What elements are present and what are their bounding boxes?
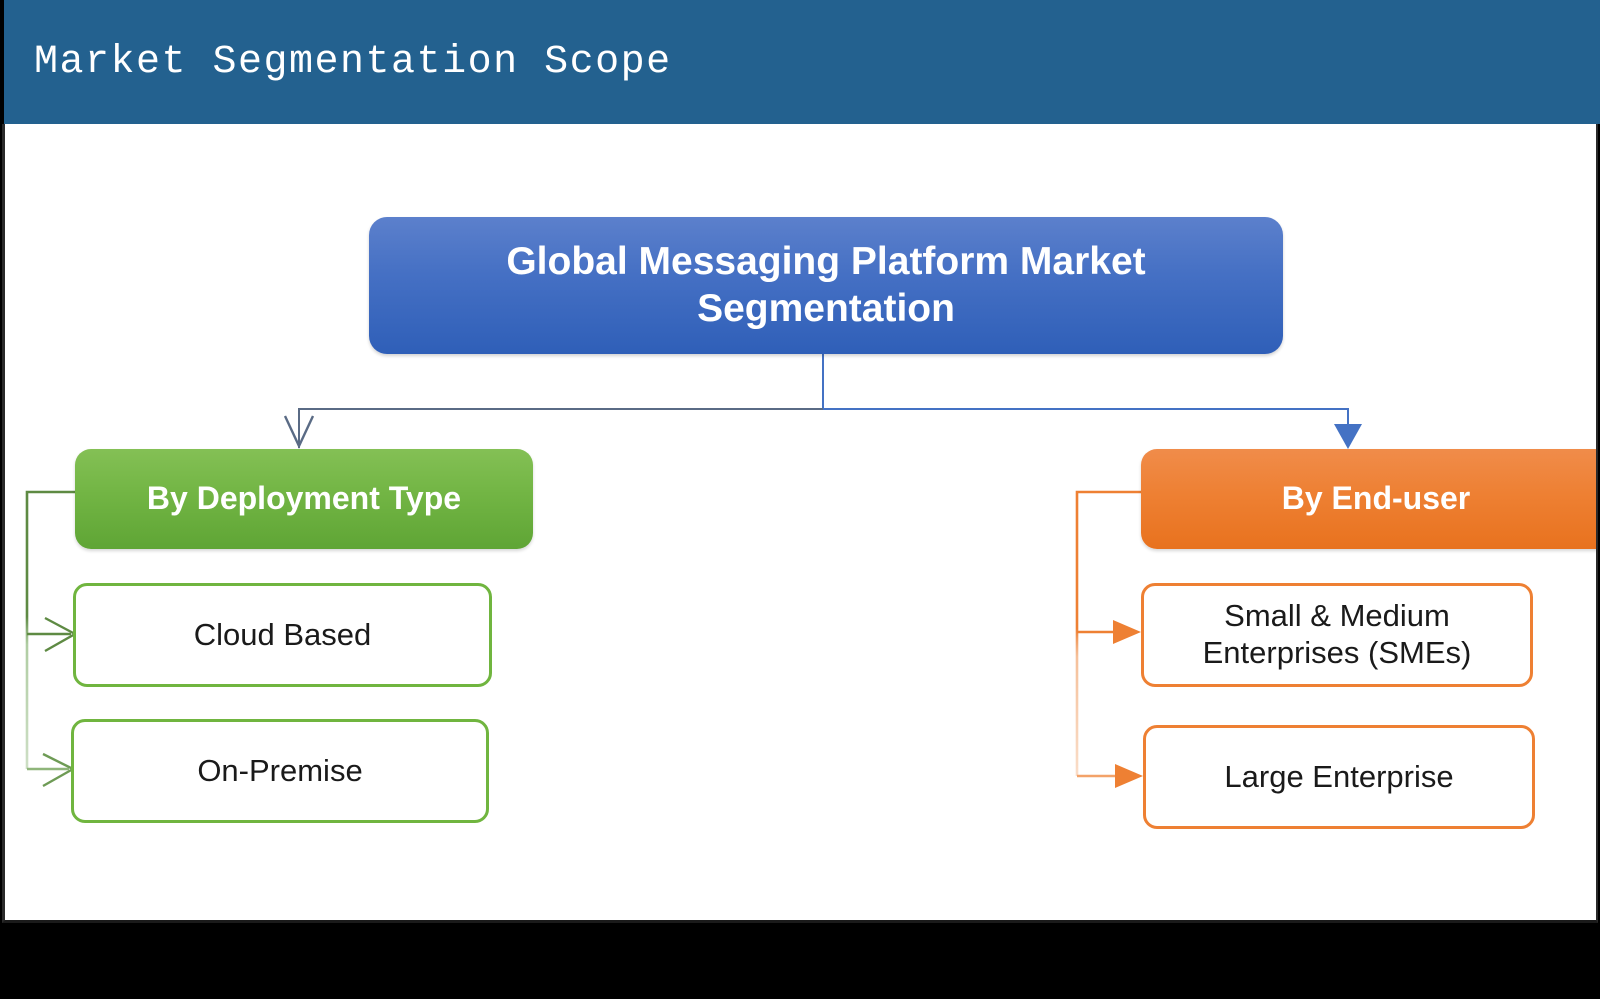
diagram-canvas: Global Messaging Platform Market Segment…: [2, 124, 1598, 923]
page-title: Market Segmentation Scope: [34, 39, 672, 85]
arrowhead-right-smes-icon: [1113, 620, 1141, 644]
node-leaf-cloud-based[interactable]: Cloud Based: [73, 583, 492, 687]
connector-layer: [25, 354, 1362, 788]
node-root-market-segmentation[interactable]: Global Messaging Platform Market Segment…: [369, 217, 1283, 354]
arrowhead-right-largeent-icon: [1115, 764, 1143, 788]
slide-bottom-band: [0, 925, 1600, 999]
deployment-connector: [25, 490, 78, 788]
node-leaf-large-enterprise[interactable]: Large Enterprise: [1143, 725, 1535, 829]
node-leaf-on-premise[interactable]: On-Premise: [71, 719, 489, 823]
enduser-connector: [1075, 490, 1143, 788]
node-branch-by-end-user[interactable]: By End-user: [1141, 449, 1596, 549]
node-leaf-small-medium-enterprises[interactable]: Small & Medium Enterprises (SMEs): [1141, 583, 1533, 687]
node-branch-by-deployment-type[interactable]: By Deployment Type: [75, 449, 533, 549]
arrowhead-down-right-icon: [1334, 424, 1362, 449]
slide-title-bar: Market Segmentation Scope: [4, 0, 1600, 124]
root-connector: [283, 354, 1362, 449]
